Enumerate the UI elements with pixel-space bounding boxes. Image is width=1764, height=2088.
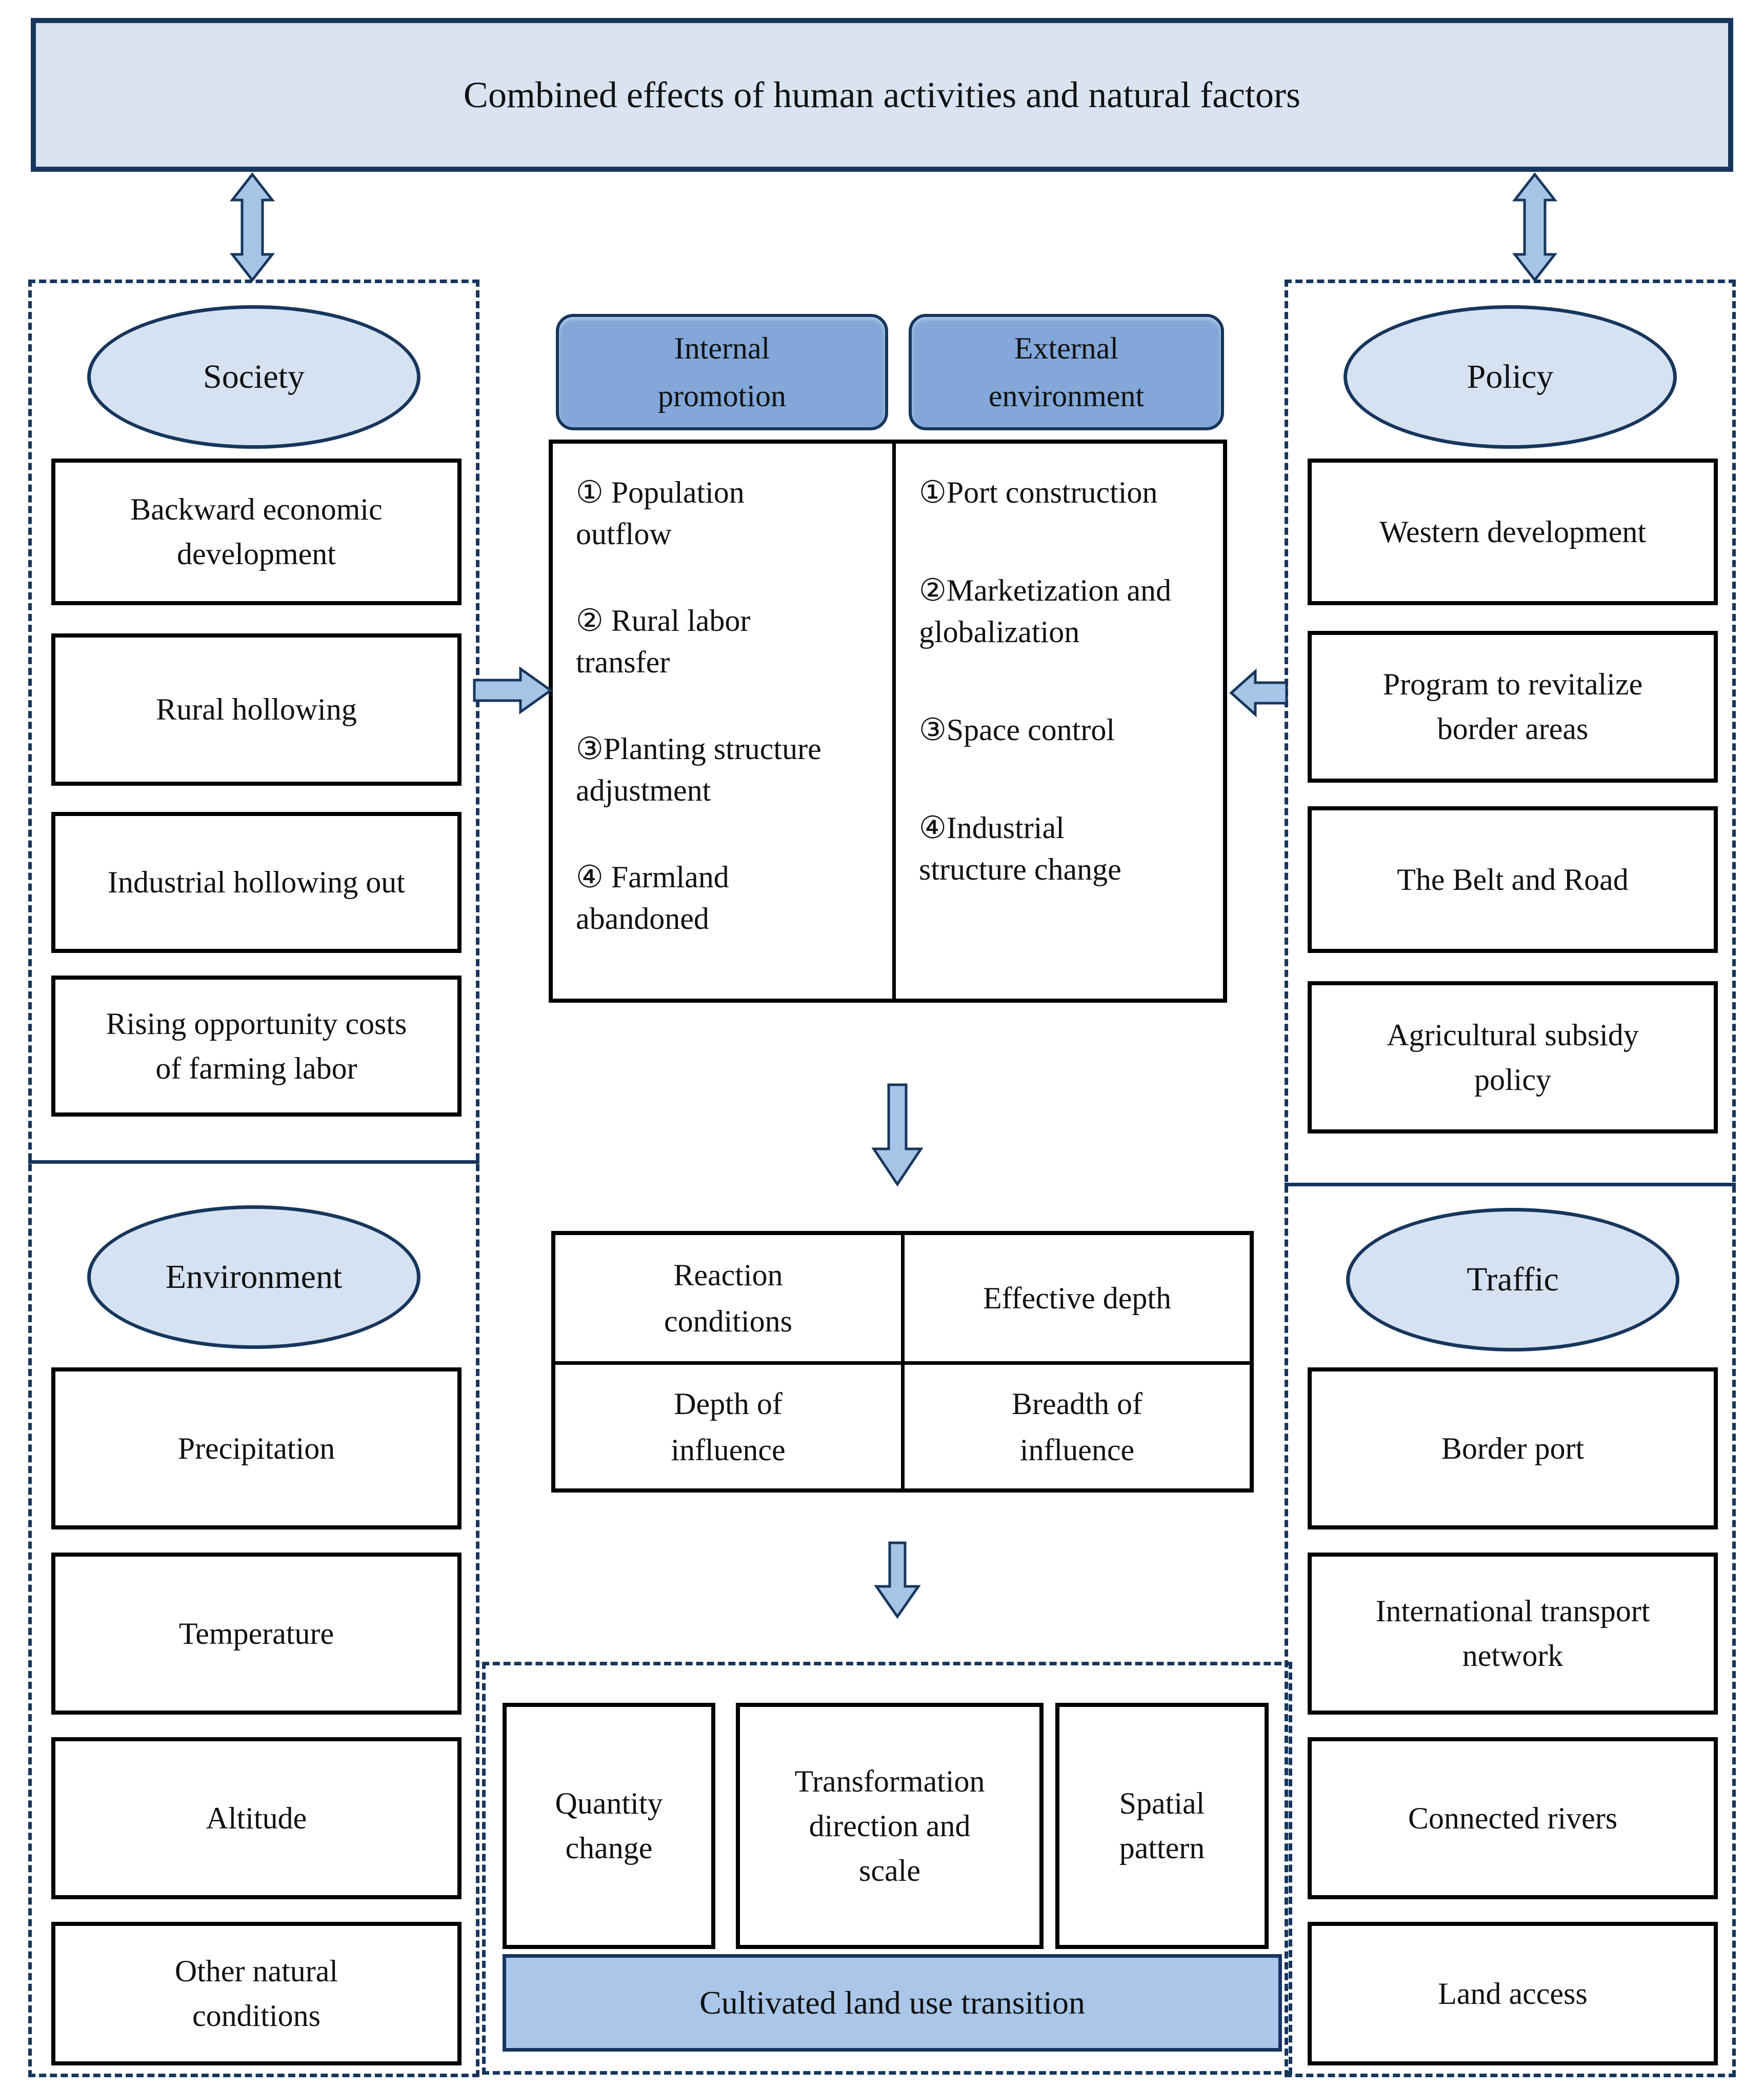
environment-box-4: Other natural conditions [51, 1922, 462, 2065]
policy-box-3: The Belt and Road [1308, 806, 1718, 953]
influence-matrix: Reaction conditions Effective depth Dept… [551, 1231, 1254, 1493]
outcome-box-quantity-change: Quantity change [503, 1703, 715, 1949]
external-item-4: ④Industrial structure change [919, 811, 1121, 886]
left-panel-divider [28, 1160, 479, 1164]
internal-item-2: ② Rural labor transfer [576, 604, 751, 679]
outcome-banner: Cultivated land use transition [503, 1954, 1282, 2052]
policy-box-1: Western development [1308, 459, 1718, 605]
outcome-box-transformation: Transformation direction and scale [736, 1703, 1044, 1949]
environment-box-1: Precipitation [51, 1367, 462, 1529]
right-panel-divider [1285, 1183, 1736, 1186]
external-environment-header: External environment [909, 314, 1224, 430]
left-arrow-icon [1229, 668, 1288, 718]
outcome-panel [482, 1662, 1292, 2075]
internal-promotion-header: Internal promotion [556, 314, 888, 430]
down-arrow-icon-upper [871, 1083, 924, 1187]
environment-box-2: Temperature [51, 1553, 462, 1715]
matrix-cell-effective-depth: Effective depth [983, 1281, 1172, 1315]
matrix-cell-breadth-of-influence: Breadth of influence [1012, 1386, 1142, 1467]
society-ellipse: Society [87, 305, 420, 449]
internal-item-3: ③Planting structure adjustment [576, 732, 821, 807]
society-box-2: Rural hollowing [51, 633, 462, 786]
down-arrow-shape [871, 1083, 924, 1187]
environment-box-3: Altitude [51, 1737, 462, 1899]
policy-box-2: Program to revitalize border areas [1308, 631, 1718, 783]
internal-list: ① Population outflow ② Rural labor trans… [553, 444, 892, 999]
promotion-table-divider [892, 444, 896, 999]
double-arrow-icon-left [229, 172, 275, 283]
down-arrow-icon-lower [874, 1541, 921, 1619]
policy-ellipse: Policy [1344, 305, 1677, 449]
top-banner-label: Combined effects of human activities and… [463, 74, 1301, 115]
matrix-cell-depth-of-influence: Depth of influence [671, 1386, 786, 1467]
policy-box-4: Agricultural subsidy policy [1308, 981, 1718, 1134]
internal-item-1: ① Population outflow [576, 475, 745, 551]
environment-label: Environment [165, 1258, 343, 1296]
society-label: Society [203, 358, 305, 395]
external-list: ①Port construction ②Marketization and gl… [896, 444, 1223, 999]
society-box-1: Backward economic development [51, 459, 462, 605]
traffic-box-2: International transport network [1308, 1553, 1718, 1715]
external-item-2: ②Marketization and globalization [919, 573, 1171, 649]
traffic-box-1: Border port [1308, 1367, 1718, 1529]
promotion-table: ① Population outflow ② Rural labor trans… [549, 440, 1227, 1003]
policy-label: Policy [1467, 358, 1554, 395]
external-item-3: ③Space control [919, 713, 1115, 747]
traffic-label: Traffic [1467, 1261, 1559, 1298]
double-arrow-shape [1512, 172, 1558, 283]
traffic-ellipse: Traffic [1346, 1208, 1679, 1351]
matrix-cell-reaction-conditions: Reaction conditions [664, 1258, 792, 1338]
right-panel [1285, 280, 1736, 2077]
left-arrow-shape [1229, 668, 1288, 718]
right-arrow-shape [473, 666, 553, 714]
top-banner: Combined effects of human activities and… [31, 18, 1733, 172]
traffic-box-4: Land access [1308, 1922, 1718, 2065]
internal-item-4: ④ Farmland abandoned [576, 860, 729, 936]
matrix-row-divider [555, 1361, 1250, 1365]
society-box-4: Rising opportunity costs of farming labo… [51, 976, 462, 1117]
right-arrow-icon [473, 666, 553, 714]
outcome-box-spatial-pattern: Spatial pattern [1055, 1703, 1269, 1949]
society-box-3: Industrial hollowing out [51, 812, 462, 953]
external-item-1: ①Port construction [919, 475, 1158, 509]
left-panel [28, 280, 479, 2077]
double-arrow-shape [229, 172, 275, 283]
environment-ellipse: Environment [87, 1205, 420, 1349]
traffic-box-3: Connected rivers [1308, 1737, 1718, 1899]
down-arrow-shape [874, 1541, 921, 1619]
double-arrow-icon-right [1512, 172, 1558, 283]
